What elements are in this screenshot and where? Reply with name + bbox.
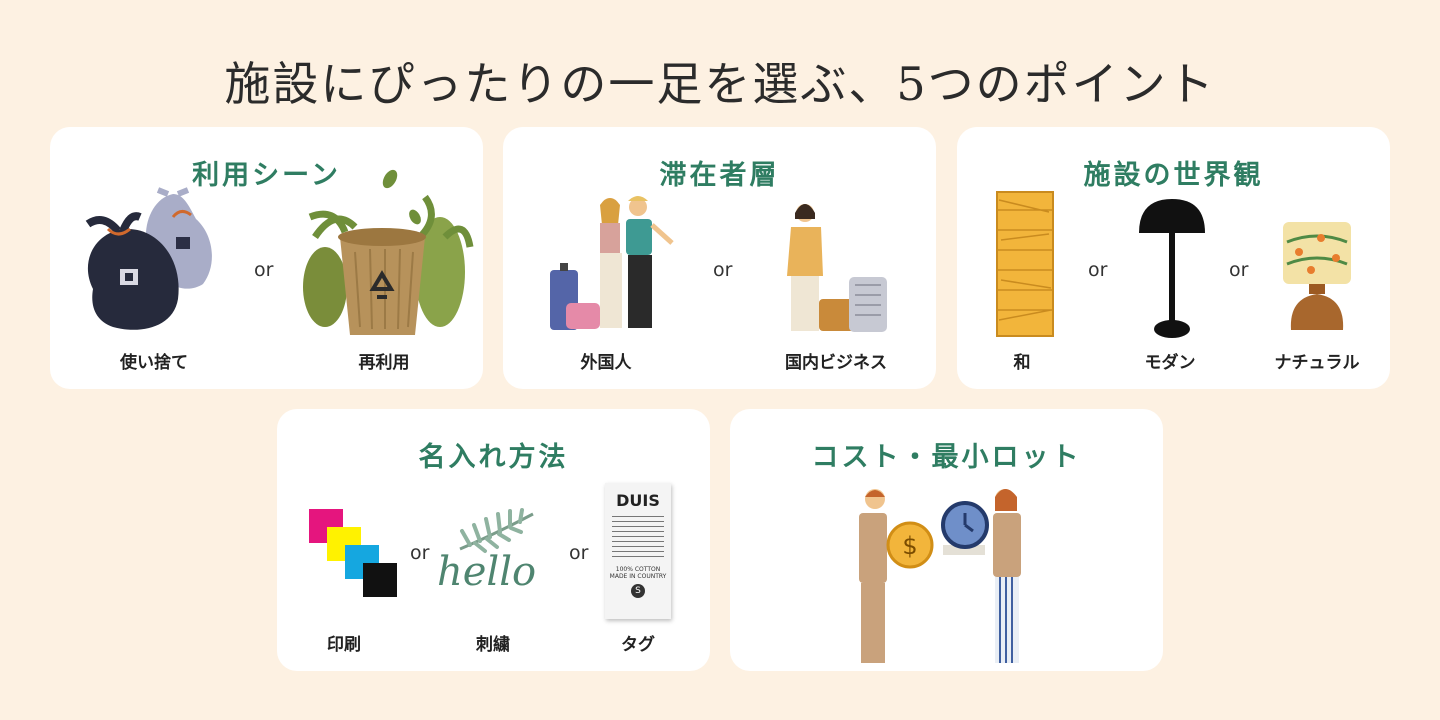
recycle-bin-icon	[303, 169, 474, 335]
option-label-foreign: 外国人	[580, 353, 632, 373]
card-cost-lot: コスト・最小ロット $	[730, 409, 1163, 671]
embroidery-text: hello	[437, 549, 537, 595]
natural-lamp-icon	[1283, 222, 1351, 330]
or-separator: or	[410, 542, 430, 564]
card-facility-style: 施設の世界観 or or 和 モダン ナチュラル	[957, 127, 1390, 389]
svg-text:$: $	[902, 532, 917, 560]
japanese-lamp-icon	[996, 191, 1054, 337]
tag-brand: DUIS	[616, 491, 660, 510]
tag-lines	[612, 516, 664, 560]
option-label-embroidery: 刺繍	[476, 635, 510, 655]
card-title: 施設の世界観	[1083, 160, 1264, 191]
option-label-modern: モダン	[1144, 353, 1196, 373]
cmyk-print-icon	[309, 509, 397, 597]
tag-line1: 100% COTTON	[615, 566, 661, 573]
option-label-tag: タグ	[621, 635, 655, 655]
card-guest-type: 滞在者層 or 外国人 国内ビジネス	[503, 127, 936, 389]
fabric-tag-icon: DUIS 100% COTTON MADE IN COUNTRY S	[605, 483, 671, 619]
card-title: 滞在者層	[659, 160, 780, 191]
option-label-japanese: 和	[1013, 353, 1031, 373]
business-traveler-icon	[787, 204, 887, 332]
embroidery-leaf-icon	[459, 508, 534, 553]
modern-lamp-icon	[1139, 199, 1205, 338]
option-label-disposable: 使い捨て	[120, 353, 188, 373]
page-title: 施設にぴったりの一足を選ぶ、5つのポイント	[224, 57, 1216, 111]
card-title: 利用シーン	[192, 160, 341, 191]
tourists-icon	[550, 196, 674, 330]
or-separator: or	[254, 259, 274, 281]
or-separator: or	[1088, 259, 1108, 281]
card-branding-method: 名入れ方法 or hello or DUIS 100% COTTON MADE …	[277, 409, 710, 671]
option-label-domestic-business: 国内ビジネス	[785, 353, 887, 373]
tag-line2: MADE IN COUNTRY	[609, 573, 667, 580]
time-cost-exchange-icon: $	[859, 489, 1021, 663]
card-title: 名入れ方法	[418, 442, 569, 473]
option-label-reusable: 再利用	[358, 353, 410, 373]
or-separator: or	[713, 259, 733, 281]
or-separator: or	[1229, 259, 1249, 281]
tag-s-icon: S	[631, 584, 645, 598]
option-label-natural: ナチュラル	[1274, 353, 1360, 373]
trash-bags-icon	[85, 187, 212, 330]
card-title: コスト・最小ロット	[811, 442, 1082, 473]
option-label-print: 印刷	[327, 635, 361, 655]
card-usage-scene: 利用シーン or 使い捨て 再利用	[50, 127, 483, 389]
or-separator: or	[569, 542, 589, 564]
